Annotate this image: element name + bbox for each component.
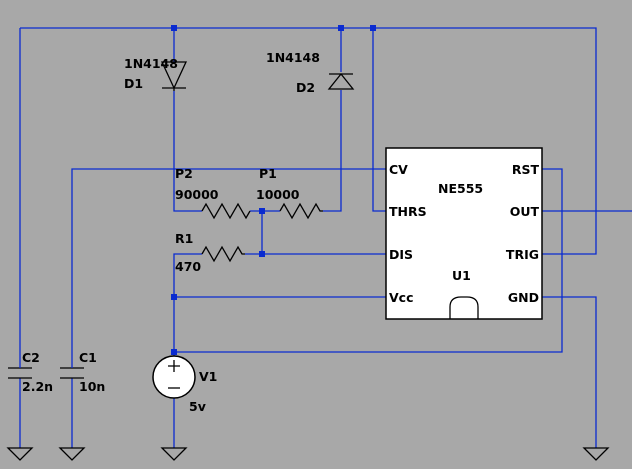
resistor-r1-ref: R1 <box>175 231 193 246</box>
resistor-p1-value: 10000 <box>256 187 300 202</box>
ic-pin-thrs: THRS <box>389 204 427 219</box>
diode-d1-part: 1N4148 <box>124 56 178 71</box>
diode-d2-part: 1N4148 <box>266 50 320 65</box>
voltage-source-v1-value: 5v <box>189 399 206 414</box>
voltage-source-v1-symbol <box>152 355 196 399</box>
wires <box>19 27 632 448</box>
ground-icon-c2 <box>6 447 34 461</box>
capacitor-c1-ref: C1 <box>79 350 97 365</box>
ground-symbols <box>6 447 610 461</box>
ic-pin-vcc: Vcc <box>389 290 414 305</box>
resistor-r1-value: 470 <box>175 259 201 274</box>
capacitor-c2-ref: C2 <box>22 350 40 365</box>
ic-body <box>385 147 543 320</box>
ic-notch <box>449 296 479 319</box>
resistor-p1: P1 10000 <box>256 166 323 220</box>
resistor-p2-ref: P2 <box>175 166 193 181</box>
ic-ref: U1 <box>452 268 471 283</box>
wire-cv <box>71 168 386 355</box>
wire-wiper <box>250 210 280 254</box>
ground-icon-c1 <box>58 447 86 461</box>
resistor-p2-value: 90000 <box>175 187 219 202</box>
resistor-p2-symbol <box>201 202 251 220</box>
voltage-source-v1-plus <box>168 360 180 372</box>
capacitor-c1-symbol <box>60 367 84 379</box>
resistor-p2: P2 90000 <box>175 166 251 220</box>
wire-rst <box>174 168 563 353</box>
capacitor-c2-value: 2.2n <box>22 379 53 394</box>
resistor-r1: R1 470 <box>175 231 245 274</box>
resistor-p1-symbol <box>279 202 323 220</box>
wire-d2-bottom <box>323 90 342 212</box>
capacitor-c2: C2 2.2n <box>8 350 53 394</box>
ic-pin-rst: RST <box>512 162 540 177</box>
diode-d1: 1N4148 D1 <box>124 56 188 91</box>
diode-d2-ref: D2 <box>296 80 315 95</box>
ic-pin-cv: CV <box>389 162 408 177</box>
resistor-r1-symbol <box>201 245 245 263</box>
diode-d1-ref: D1 <box>124 76 143 91</box>
wire-top-rail <box>20 27 597 255</box>
wire-thrs <box>372 28 386 212</box>
voltage-source-v1-ref: V1 <box>199 369 217 384</box>
resistor-p1-ref: P1 <box>259 166 277 181</box>
wire-d1-bottom <box>173 91 202 212</box>
capacitor-c1: C1 10n <box>60 350 105 394</box>
diode-d2: 1N4148 D2 <box>266 50 355 95</box>
junction-d2-top <box>338 25 344 31</box>
ic-ne555: CV THRS DIS Vcc RST OUT TRIG GND NE555 U… <box>385 147 543 320</box>
capacitor-c1-value: 10n <box>79 379 105 394</box>
ic-pin-dis: DIS <box>389 247 413 262</box>
wire-gnd <box>542 296 597 448</box>
junction-vcc <box>171 294 177 300</box>
voltage-source-v1: V1 5v <box>152 352 217 414</box>
ic-pin-gnd: GND <box>508 290 539 305</box>
diode-d2-symbol <box>327 72 355 90</box>
ground-icon-gnd <box>582 447 610 461</box>
ic-part-name: NE555 <box>438 181 483 196</box>
junction-d1-top <box>171 25 177 31</box>
diode-d1-symbol <box>160 61 188 91</box>
capacitor-c2-symbol <box>8 367 32 379</box>
ground-icon-v1 <box>160 447 188 461</box>
wire-r1-left <box>173 253 202 352</box>
junction-dis <box>259 251 265 257</box>
ic-pin-out: OUT <box>510 204 540 219</box>
ic-pin-trig: TRIG <box>506 247 539 262</box>
junction-thrs-top <box>370 25 376 31</box>
junction-wiper <box>259 208 265 214</box>
